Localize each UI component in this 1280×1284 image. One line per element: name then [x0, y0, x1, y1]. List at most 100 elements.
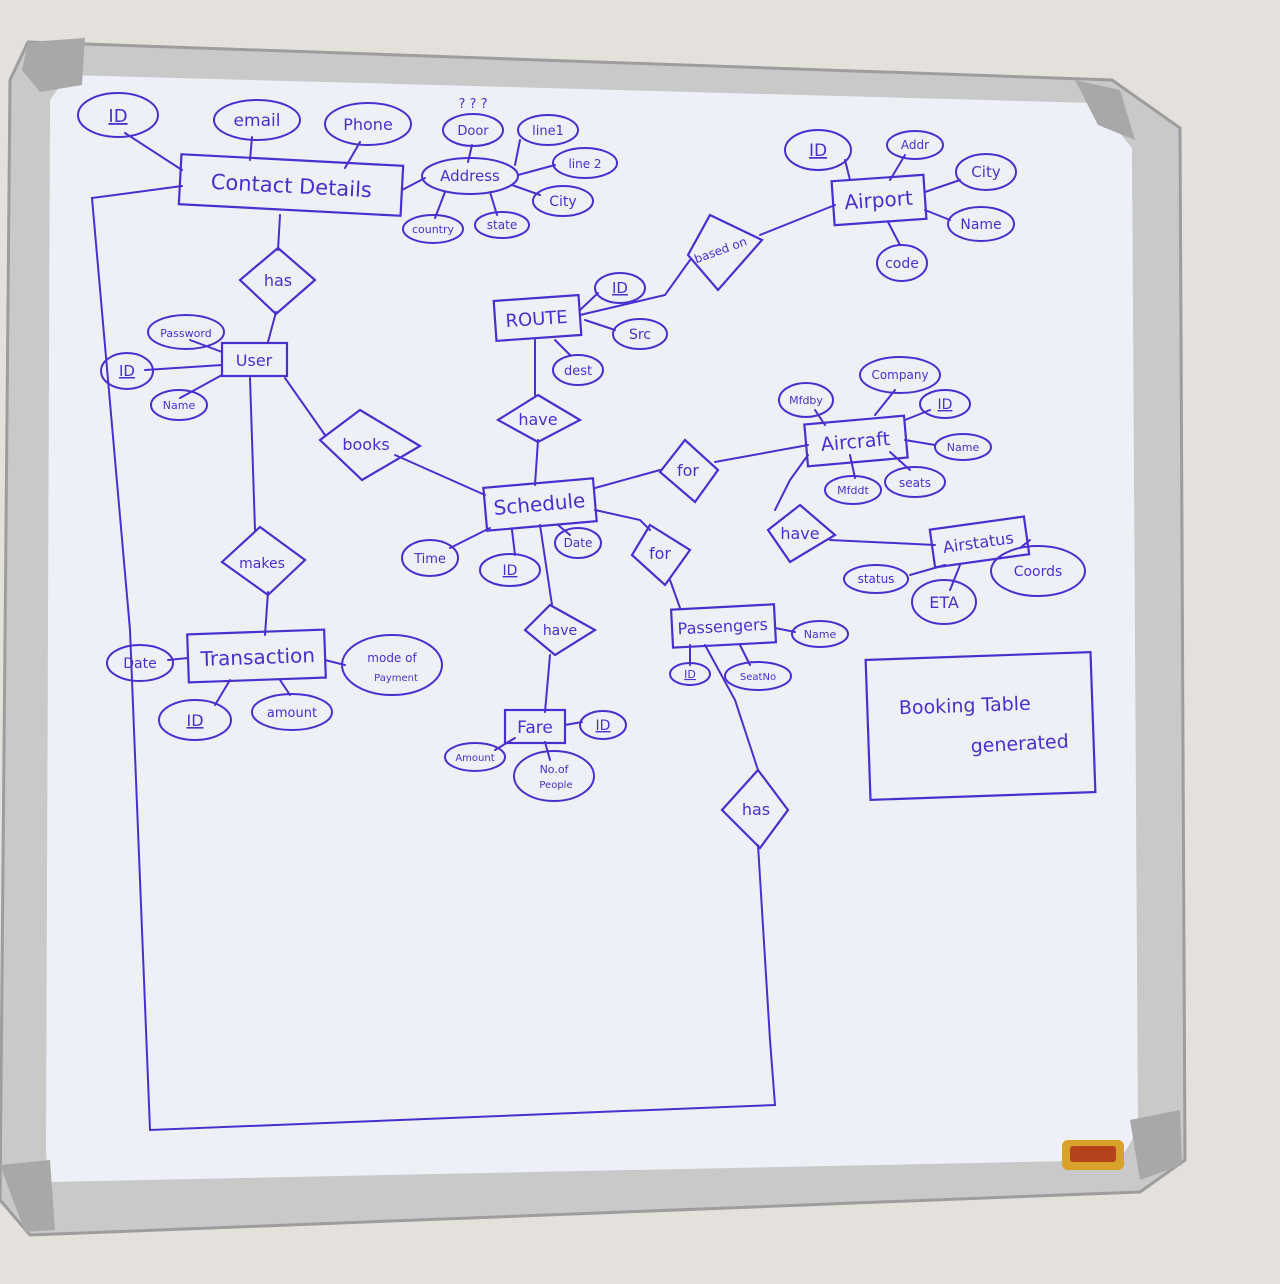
- oval-route-dest: [552, 354, 604, 386]
- board-frame-corner-tr: [1075, 80, 1135, 140]
- oval-cd-id: [77, 92, 159, 138]
- label-fare-people2: People: [539, 780, 572, 791]
- oval-address: [421, 157, 519, 195]
- entity-box-user: [220, 341, 289, 378]
- oval-user-id: [100, 352, 154, 390]
- booking-note: Booking Table generated: [899, 693, 1070, 758]
- diamond-have-status: [766, 503, 837, 564]
- oval-airport-id: [784, 129, 852, 171]
- label-have-route: have: [518, 410, 557, 429]
- label-ac-company: Company: [871, 368, 928, 382]
- diamond-books: [318, 408, 423, 482]
- diamond-for-passengers: [630, 523, 692, 587]
- label-ac-id: ID: [938, 397, 953, 413]
- label-txn-id: ID: [186, 711, 203, 730]
- label-airport-name: Name: [960, 217, 1001, 233]
- label-user: User: [236, 351, 273, 370]
- label-addr-country: country: [412, 223, 455, 236]
- oval-as-eta: [911, 579, 977, 625]
- label-as-status: status: [858, 572, 895, 586]
- label-user-name: Name: [163, 399, 196, 412]
- note-box: [864, 650, 1097, 802]
- oval-addr-city: [532, 185, 594, 217]
- oval-txn-id: [158, 699, 232, 741]
- diamond-has-contact: [238, 246, 317, 316]
- oval-addr-line1: [517, 114, 579, 146]
- note-line-1: Booking Table: [899, 693, 1032, 720]
- label-as-coords: Coords: [1014, 564, 1063, 580]
- label-airport-city: City: [971, 163, 1001, 181]
- oval-txn-mode: [341, 634, 443, 696]
- oval-airport-addr: [886, 130, 944, 160]
- label-route: ROUTE: [505, 307, 569, 332]
- label-fare-id: ID: [596, 718, 611, 734]
- entity-box-schedule: [482, 477, 598, 532]
- label-sched-id: ID: [503, 563, 518, 579]
- label-addr-state: state: [487, 218, 517, 232]
- label-transaction: Transaction: [199, 643, 315, 671]
- label-cd-id: ID: [108, 106, 127, 127]
- label-txn-mode: mode of: [367, 651, 417, 665]
- oval-airport-city: [955, 153, 1017, 191]
- label-ac-mfdby: Mfdby: [789, 394, 823, 407]
- label-txn-date: Date: [123, 656, 156, 672]
- oval-cd-phone: [324, 102, 412, 146]
- label-airport-id: ID: [809, 141, 827, 161]
- entity-box-fare: [503, 708, 567, 745]
- label-fare: Fare: [517, 718, 553, 738]
- label-have-fare: have: [543, 623, 577, 639]
- oval-route-id: [594, 272, 646, 304]
- attribute-shapes: [77, 92, 1086, 802]
- label-for-aircraft: for: [677, 461, 699, 480]
- label-sched-time: Time: [413, 552, 446, 567]
- board-frame-corner-bl: [0, 1160, 55, 1232]
- label-airport-addr: Addr: [901, 138, 929, 152]
- label-have-status: have: [780, 524, 819, 543]
- diamond-makes: [220, 525, 307, 597]
- entity-shapes: [177, 153, 1097, 802]
- entity-box-transaction: [186, 628, 327, 684]
- label-as-eta: ETA: [929, 593, 959, 612]
- oval-addr-line2: [552, 147, 618, 179]
- oval-ac-name: [934, 433, 992, 461]
- attribute-labels: ID email Phone Address ? ? ? Door line1 …: [108, 97, 1062, 791]
- oval-user-name: [150, 389, 208, 421]
- label-route-dest: dest: [564, 364, 592, 379]
- label-cd-email: email: [234, 111, 281, 131]
- entity-box-aircraft: [803, 414, 909, 468]
- entity-box-airstatus: [928, 515, 1031, 569]
- label-user-password: Password: [160, 327, 211, 340]
- label-ac-name: Name: [947, 441, 980, 454]
- board-eraser[interactable]: [1062, 1140, 1124, 1170]
- label-route-src: Src: [629, 327, 651, 343]
- oval-fare-amount: [444, 742, 506, 772]
- label-address: Address: [440, 167, 500, 185]
- label-airport-code: code: [885, 256, 919, 272]
- oval-fare-people: [513, 750, 595, 802]
- oval-addr-door: [442, 113, 504, 147]
- oval-route-src: [612, 318, 668, 350]
- oval-airport-code: [876, 244, 928, 282]
- label-for-passengers: for: [649, 544, 671, 563]
- label-addr-line1: line1: [532, 124, 564, 139]
- oval-sched-date: [554, 527, 602, 559]
- oval-ac-mfddt: [824, 475, 882, 505]
- oval-txn-amount: [251, 693, 333, 731]
- oval-fare-id: [579, 710, 627, 740]
- oval-user-password: [147, 314, 225, 350]
- label-ac-seats: seats: [899, 476, 931, 490]
- oval-addr-country: [402, 214, 464, 244]
- oval-cd-email: [213, 99, 301, 141]
- oval-ac-company: [859, 356, 941, 394]
- oval-txn-date: [106, 644, 174, 682]
- entity-box-contact-details: [177, 153, 405, 217]
- oval-addr-state: [474, 211, 530, 239]
- label-fare-amount: Amount: [455, 753, 494, 764]
- board-frame-corner-tl: [22, 38, 85, 92]
- label-has-contact: has: [264, 271, 292, 290]
- label-addr-door: Door: [457, 124, 489, 139]
- oval-pass-name: [791, 620, 849, 648]
- oval-pass-seat: [724, 661, 792, 691]
